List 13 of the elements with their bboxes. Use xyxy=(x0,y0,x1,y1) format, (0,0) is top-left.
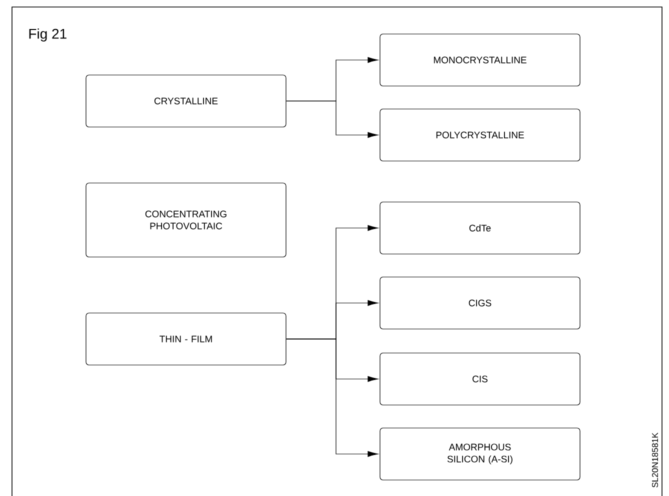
category-box: AMORPHOUS SILICON (A-SI) xyxy=(380,428,580,480)
category-box: CONCENTRATING PHOTOVOLTAIC xyxy=(86,182,286,258)
figure-title: Fig 21 xyxy=(29,28,66,42)
arrow xyxy=(286,338,378,457)
category-box: CdTe xyxy=(380,202,580,254)
category-box: POLYCRYSTALLINE xyxy=(380,108,580,162)
category-box: CIGS xyxy=(380,276,580,330)
arrow xyxy=(286,100,378,138)
category-box: CIS xyxy=(380,352,580,406)
category-box: CRYSTALLINE xyxy=(86,74,286,128)
figure-code: SL20N18581K xyxy=(652,432,658,488)
category-box: MONOCRYSTALLINE xyxy=(380,34,580,86)
category-box: THIN - FILM xyxy=(86,312,286,366)
